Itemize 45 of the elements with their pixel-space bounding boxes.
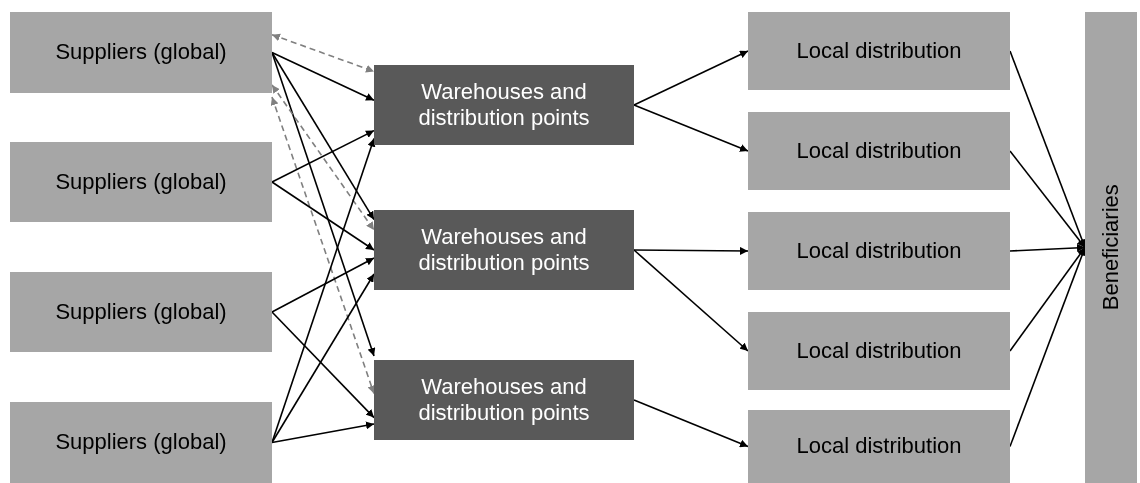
arrow — [633, 246, 749, 255]
arrow — [271, 181, 375, 251]
arrow — [271, 51, 375, 101]
node-label: Local distribution — [796, 137, 962, 165]
arrow — [271, 257, 375, 313]
node-label: Local distribution — [796, 37, 962, 65]
local-distribution-box — [748, 12, 1010, 90]
arrow — [1009, 243, 1086, 252]
node-label: Suppliers (global) — [55, 298, 227, 326]
local-distribution-box — [748, 212, 1010, 290]
node-label: Local distribution — [796, 433, 962, 460]
arrow — [633, 50, 749, 106]
supplier-box — [10, 402, 272, 483]
local-distribution-box — [748, 112, 1010, 190]
beneficiaries-bar — [1085, 12, 1137, 483]
arrow — [1009, 150, 1086, 249]
supplier-box — [10, 272, 272, 352]
warehouse-box — [374, 65, 634, 145]
local-distribution-box — [748, 312, 1010, 390]
node-label: Suppliers (global) — [55, 429, 227, 456]
arrow — [633, 399, 749, 448]
supplier-box — [10, 142, 272, 222]
arrow — [633, 249, 749, 352]
warehouse-box — [374, 360, 634, 440]
arrow — [633, 104, 749, 152]
supplier-box — [10, 12, 272, 93]
node-label: Suppliers (global) — [55, 168, 227, 196]
arrow — [271, 33, 375, 73]
node-label: Warehouses and distribution points — [417, 373, 591, 427]
arrow — [271, 51, 375, 221]
node-label: Suppliers (global) — [55, 39, 227, 66]
arrow — [271, 129, 375, 183]
arrow — [270, 96, 376, 395]
local-distribution-box — [748, 410, 1010, 483]
warehouse-box — [374, 210, 634, 290]
node-label: Warehouses and distribution points — [417, 78, 591, 132]
node-label: Local distribution — [796, 337, 962, 365]
arrow — [271, 84, 375, 231]
arrow — [271, 311, 375, 419]
arrow — [271, 273, 375, 444]
arrow — [271, 421, 375, 444]
vertical-label: Beneficiaries — [1097, 184, 1124, 311]
node-label: Warehouses and distribution points — [417, 223, 591, 277]
arrow — [1009, 246, 1086, 352]
node-label: Local distribution — [796, 237, 962, 265]
